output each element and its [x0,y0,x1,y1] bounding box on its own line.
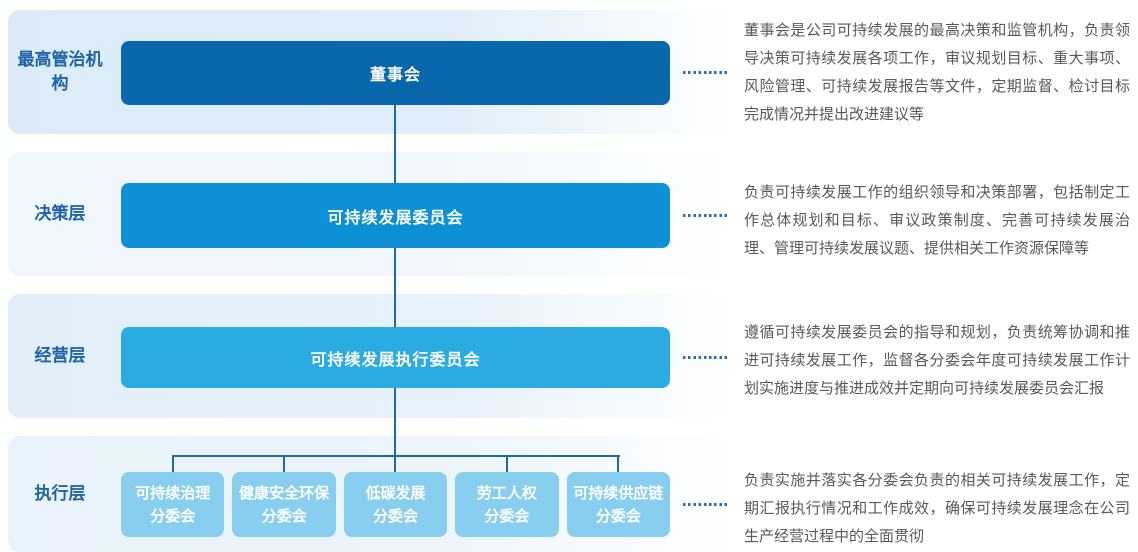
tier-label-execution: 执行层 [34,484,86,503]
node-subcommittee-supplychain: 可持续供应链 分委会 [566,472,671,537]
connector-subrow-horizontal [172,455,620,457]
subcommittee-name: 可持续治理 [135,484,211,502]
dotted-leader-3 [683,356,729,359]
connector-committee-to-exec [394,248,396,327]
connector-board-to-committee [394,105,396,183]
subcommittee-name: 低碳发展 [365,484,426,502]
node-subcommittee-lowcarbon: 低碳发展 分委会 [343,472,448,537]
tier-label-decision: 决策层 [34,204,86,223]
connector-stub-2 [283,455,285,473]
node-subcommittee-labor: 劳工人权 分委会 [455,472,559,537]
subcommittee-suffix: 分委会 [261,507,307,525]
subcommittee-name: 劳工人权 [476,484,537,502]
node-exec-committee: 可持续发展执行委员会 [121,327,670,388]
tier-label-operation: 经营层 [34,346,86,365]
dotted-leader-4 [683,503,729,506]
node-sustainability-committee: 可持续发展委员会 [121,183,670,248]
subcommittee-suffix: 分委会 [484,507,530,525]
dotted-leader-1 [683,71,729,74]
dotted-leader-2 [683,214,729,217]
description-subcommittees: 负责实施并落实各分委会负责的相关可持续发展工作，定期汇报执行情况和工作成效，确保… [744,472,1130,545]
node-subcommittee-governance: 可持续治理 分委会 [121,472,225,537]
connector-stub-5 [617,455,619,473]
connector-exec-to-subrow [394,388,396,473]
description-exec-committee: 遵循可持续发展委员会的指导和规划，负责统筹协调和推进可持续发展工作，监督各分委会… [744,324,1130,397]
tier-label-governance: 最高管治机构 [17,50,103,93]
connector-stub-4 [506,455,508,473]
description-board: 董事会是公司可持续发展的最高决策和监管机构，负责领导决策可持续发展各项工作，审议… [744,22,1130,123]
subcommittee-name: 健康安全环保 [239,484,330,502]
node-subcommittee-hse: 健康安全环保 分委会 [232,472,336,537]
connector-stub-1 [172,455,174,473]
subcommittee-suffix: 分委会 [150,507,196,525]
subcommittee-row: 可持续治理 分委会 健康安全环保 分委会 低碳发展 分委会 劳工人权 分委会 可… [121,472,671,537]
node-board: 董事会 [121,41,670,105]
description-committee: 负责可持续发展工作的组织领导和决策部署，包括制定工作总体规划和目标、审议政策制度… [744,184,1130,257]
subcommittee-suffix: 分委会 [373,507,419,525]
subcommittee-name: 可持续供应链 [573,484,664,502]
subcommittee-suffix: 分委会 [595,507,641,525]
